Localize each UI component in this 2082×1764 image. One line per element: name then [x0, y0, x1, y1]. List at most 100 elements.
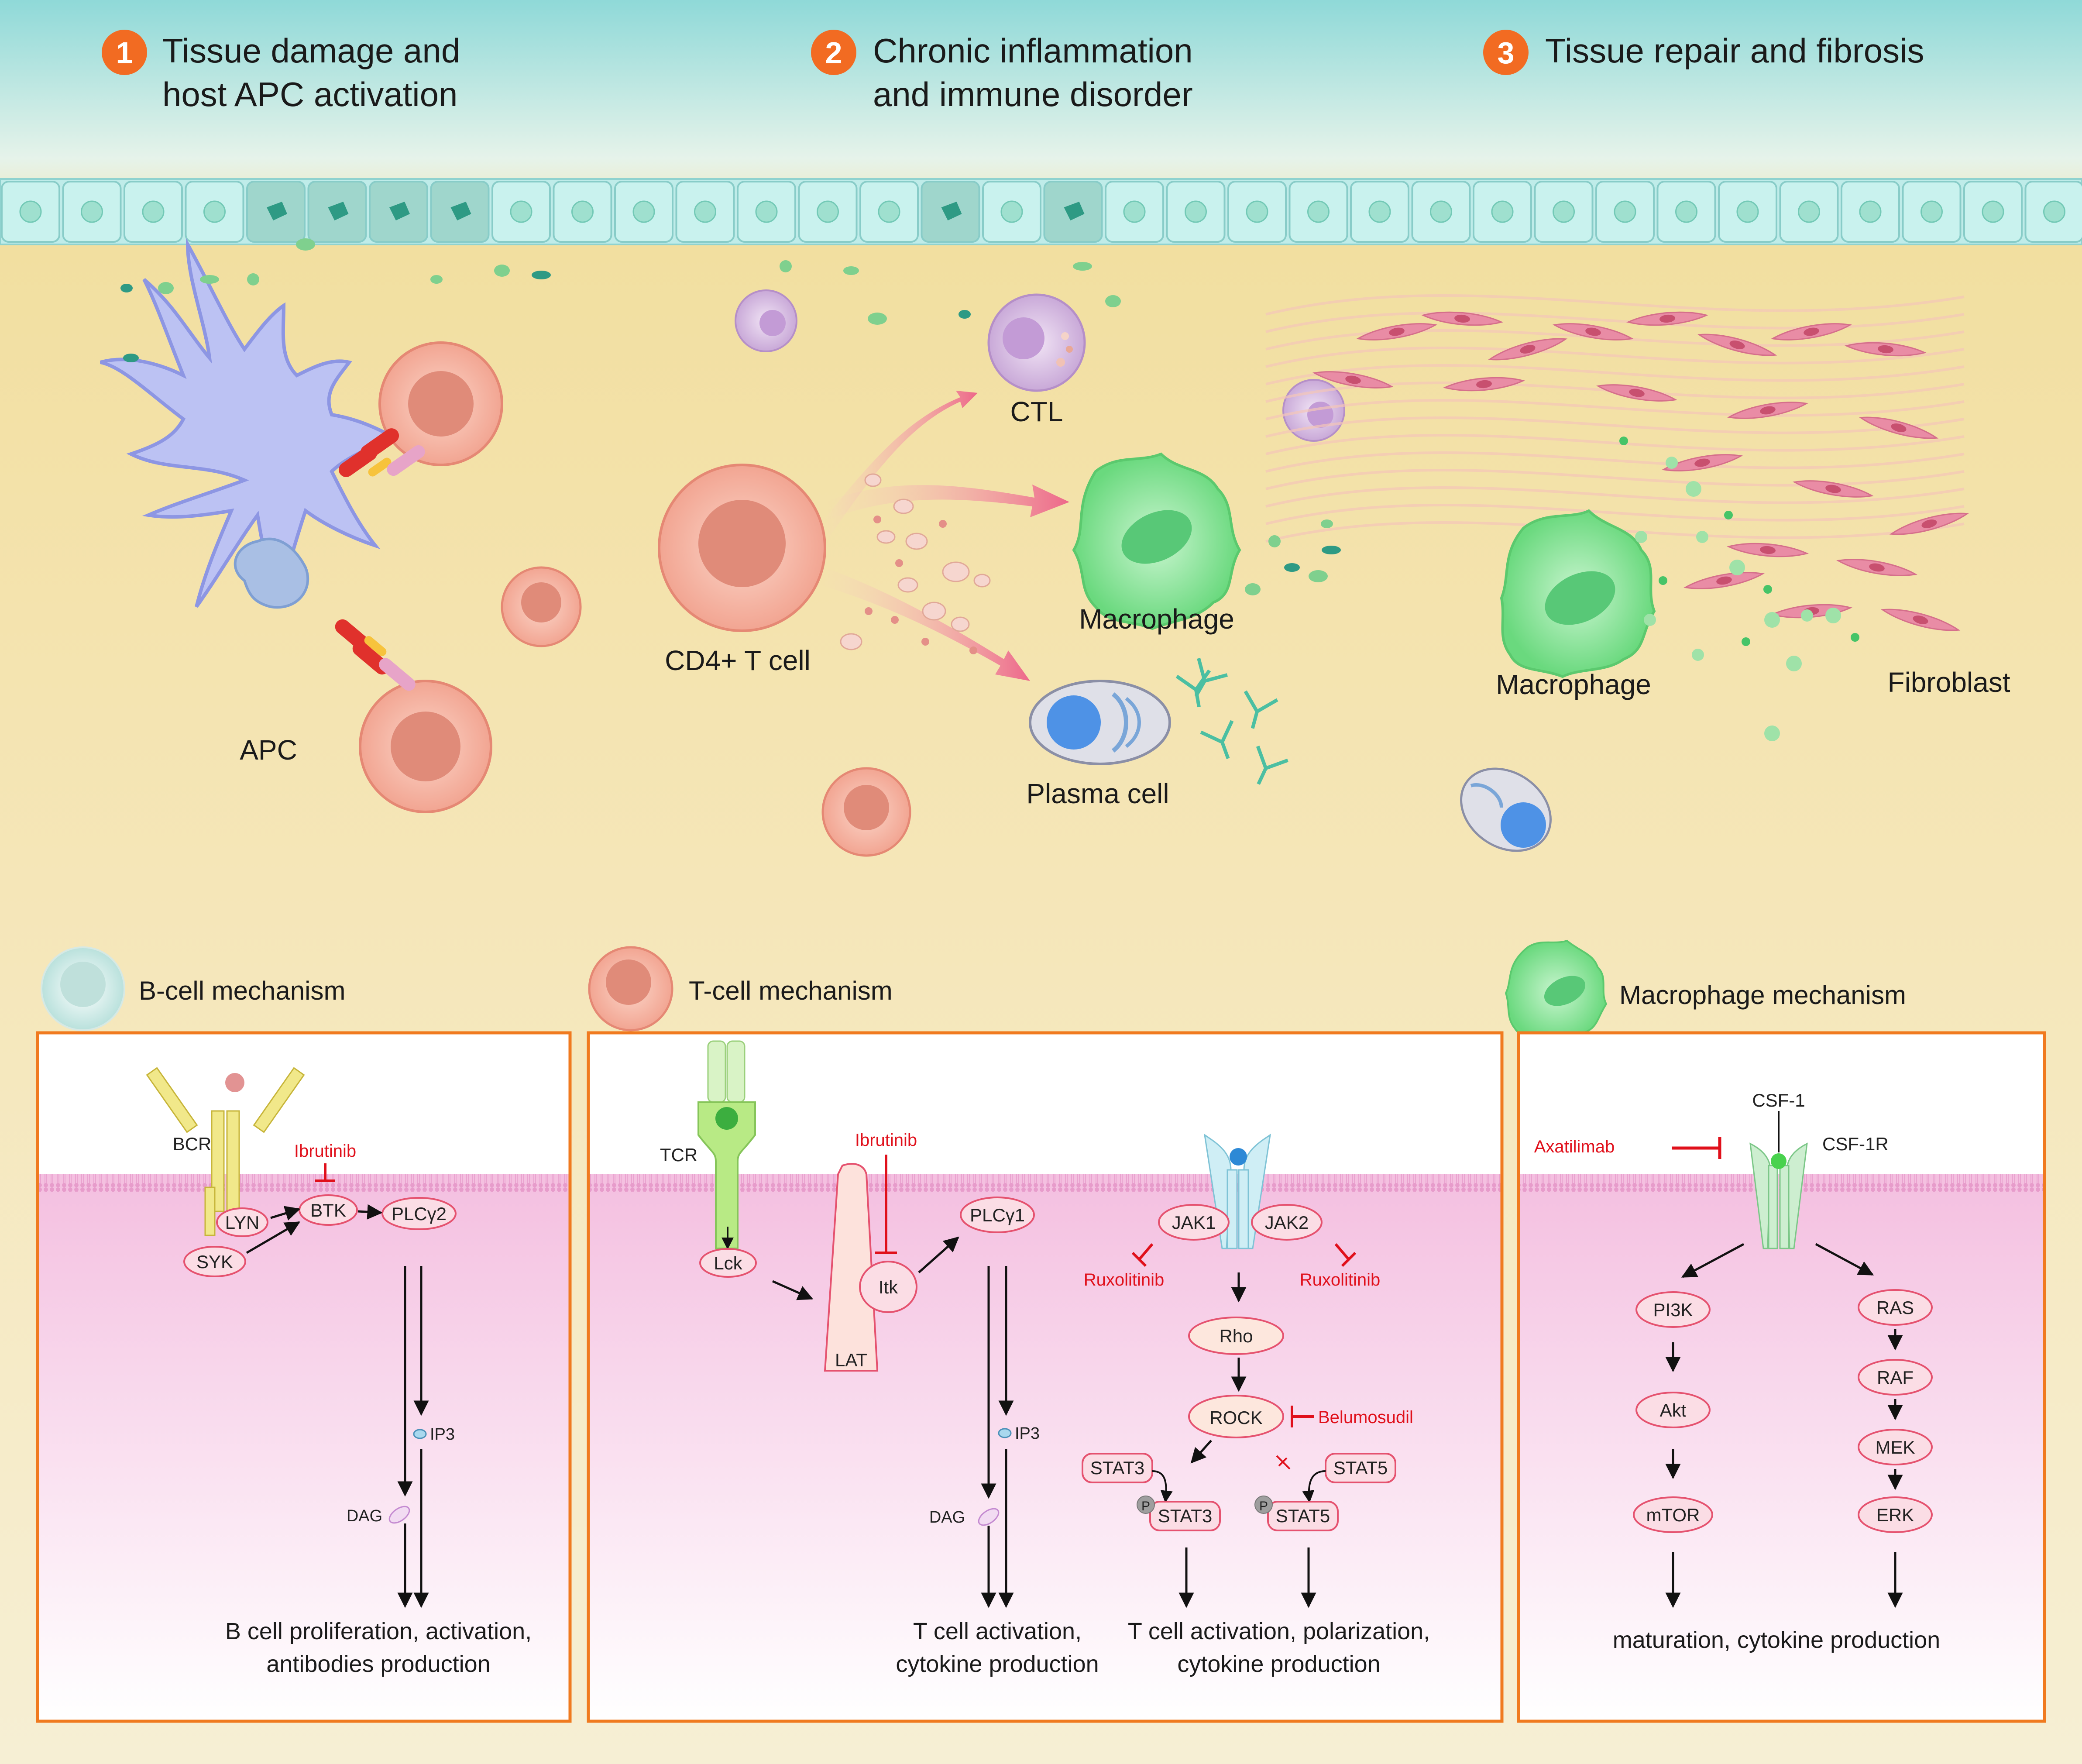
cytokine-vesicle [893, 499, 914, 514]
t-panel-border [587, 1031, 1504, 1723]
epithelial-nucleus [878, 200, 900, 223]
macrophage-particle [1764, 612, 1780, 628]
erk-node: ERK [1858, 1496, 1933, 1533]
step-1-title-line2: host APC activation [162, 75, 457, 113]
axatilimab-inhibit-icon [1672, 1137, 1721, 1159]
pstat5-p-label: P [1259, 1499, 1268, 1513]
epithelial-nucleus [1921, 200, 1943, 223]
cytokine-vesicle [876, 530, 896, 544]
cytokine-vesicle [973, 574, 991, 588]
macrophage-mid: Macrophage [1072, 452, 1241, 635]
epithelial-nucleus [1553, 200, 1575, 223]
apc-nucleus [234, 537, 309, 609]
cytokine-dot [895, 559, 903, 567]
cytokine-dot [891, 616, 899, 624]
collagen-fiber [1265, 311, 1965, 333]
free-t-cell-apc-area [501, 566, 582, 647]
t-cell-icon-nucleus [606, 959, 651, 1005]
cytokine-dot [969, 646, 977, 654]
lyn-to-btk-arrow [270, 1206, 301, 1221]
epithelial-nucleus [81, 200, 103, 223]
m-panel-border [1517, 1031, 2046, 1723]
t-outcome1-line1: T cell activation, [913, 1618, 1082, 1644]
damaged-nucleus [267, 202, 287, 220]
epithelial-nucleus [1185, 200, 1207, 223]
fibroblast-cell [1356, 323, 1438, 340]
mtor-node: mTOR [1633, 1496, 1713, 1533]
fibroblast-cell [1770, 323, 1852, 340]
rho-label: Rho [1219, 1326, 1253, 1346]
cytokine-vesicle [905, 533, 928, 550]
csf1r-to-pi3k-arrow [1681, 1243, 1745, 1278]
b-dag-label: DAG [347, 1507, 382, 1525]
pstat3-label: STAT3 [1158, 1506, 1212, 1526]
fibroblast-cell [1770, 604, 1853, 619]
syk-node: SYK [183, 1246, 246, 1277]
step-3-number: 3 [1498, 36, 1515, 70]
cd4-t-cell: CD4+ T cell [658, 464, 826, 676]
pstat3-node: STAT3 P [1137, 1496, 1221, 1531]
ruxolitinib-left-label: Ruxolitinib [1084, 1270, 1165, 1289]
t-cell-mechanism-title: T-cell mechanism [689, 976, 893, 1005]
epithelial-nucleus [817, 200, 839, 223]
macrophage-panel [1517, 1031, 2046, 1723]
differentiation-arrows [821, 391, 1069, 681]
m-panel-cytoplasm [1519, 1174, 2044, 1720]
macrophage-mechanism-title: Macrophage mechanism [1619, 980, 1906, 1010]
secreted-particle [120, 284, 133, 292]
secreted-particle [1268, 535, 1281, 547]
jak2-inhibit-icon [1334, 1243, 1357, 1267]
b-ibrutinib-inhibit-icon [315, 1163, 335, 1182]
itk-node: Itk [859, 1261, 917, 1313]
apc-membrane [100, 237, 397, 608]
epithelial-nucleus [632, 200, 655, 223]
pi3k-label: PI3K [1653, 1300, 1693, 1320]
secreted-particle [1322, 546, 1341, 554]
t-dag-icon [978, 1508, 1000, 1526]
collagen-fiber [1265, 294, 1965, 316]
damaged-nucleus [450, 202, 471, 220]
stat5-inactive-label: STAT5 [1333, 1458, 1388, 1478]
csf1r-receptor [1749, 1142, 1808, 1249]
fibroblast-cell [1880, 609, 1961, 631]
macrophage-mid-label: Macrophage [1079, 603, 1234, 635]
epithelial-nucleus [1798, 200, 1820, 223]
macrophage-mechanism-header: Macrophage mechanism [1505, 939, 1906, 1045]
step-2-number: 2 [825, 36, 842, 70]
t-outcome2-line1: T cell activation, polarization, [1128, 1618, 1430, 1644]
macrophage-particle [1696, 531, 1708, 543]
free-t-cell-bottom [821, 767, 911, 857]
tcr-label: TCR [660, 1145, 697, 1165]
epithelial-nucleus [1246, 200, 1268, 223]
damaged-nucleus [941, 202, 962, 220]
antibodies [1175, 658, 1288, 785]
epithelial-nucleus [1430, 200, 1452, 223]
rock-to-stat5-inhibit-icon [1276, 1455, 1291, 1470]
lck-label: Lck [714, 1253, 742, 1273]
fibroblast-cell [1726, 543, 1809, 557]
cytokine-vesicle [840, 633, 862, 650]
cytokine-dot [939, 520, 947, 528]
fibroblast-cell [1859, 416, 1939, 439]
b-cell-panel [36, 1031, 572, 1723]
epithelial-nucleus [1982, 200, 2004, 223]
damaged-nucleus [328, 202, 349, 220]
step-2-title-line1: Chronic inflammation [873, 31, 1193, 70]
secreted-particle [1309, 570, 1328, 582]
epithelial-nucleus [1368, 200, 1391, 223]
epithelial-nucleus [571, 200, 594, 223]
collagen-fiber [1265, 346, 1965, 368]
secreted-particle [296, 238, 315, 251]
btk-to-plcg2-arrow [357, 1204, 383, 1220]
itk-to-plcg1-arrow [918, 1236, 959, 1273]
t-ip3-icon [998, 1428, 1012, 1438]
secreted-particle [1073, 262, 1092, 271]
collagen-fiber [1265, 451, 1965, 473]
macrophage-particle [1801, 609, 1813, 622]
secreted-particle [1245, 583, 1261, 595]
b-panel-membrane [38, 1174, 569, 1192]
epithelial-nucleus [755, 200, 778, 223]
step-1-title-line1: Tissue damage and [162, 31, 460, 70]
